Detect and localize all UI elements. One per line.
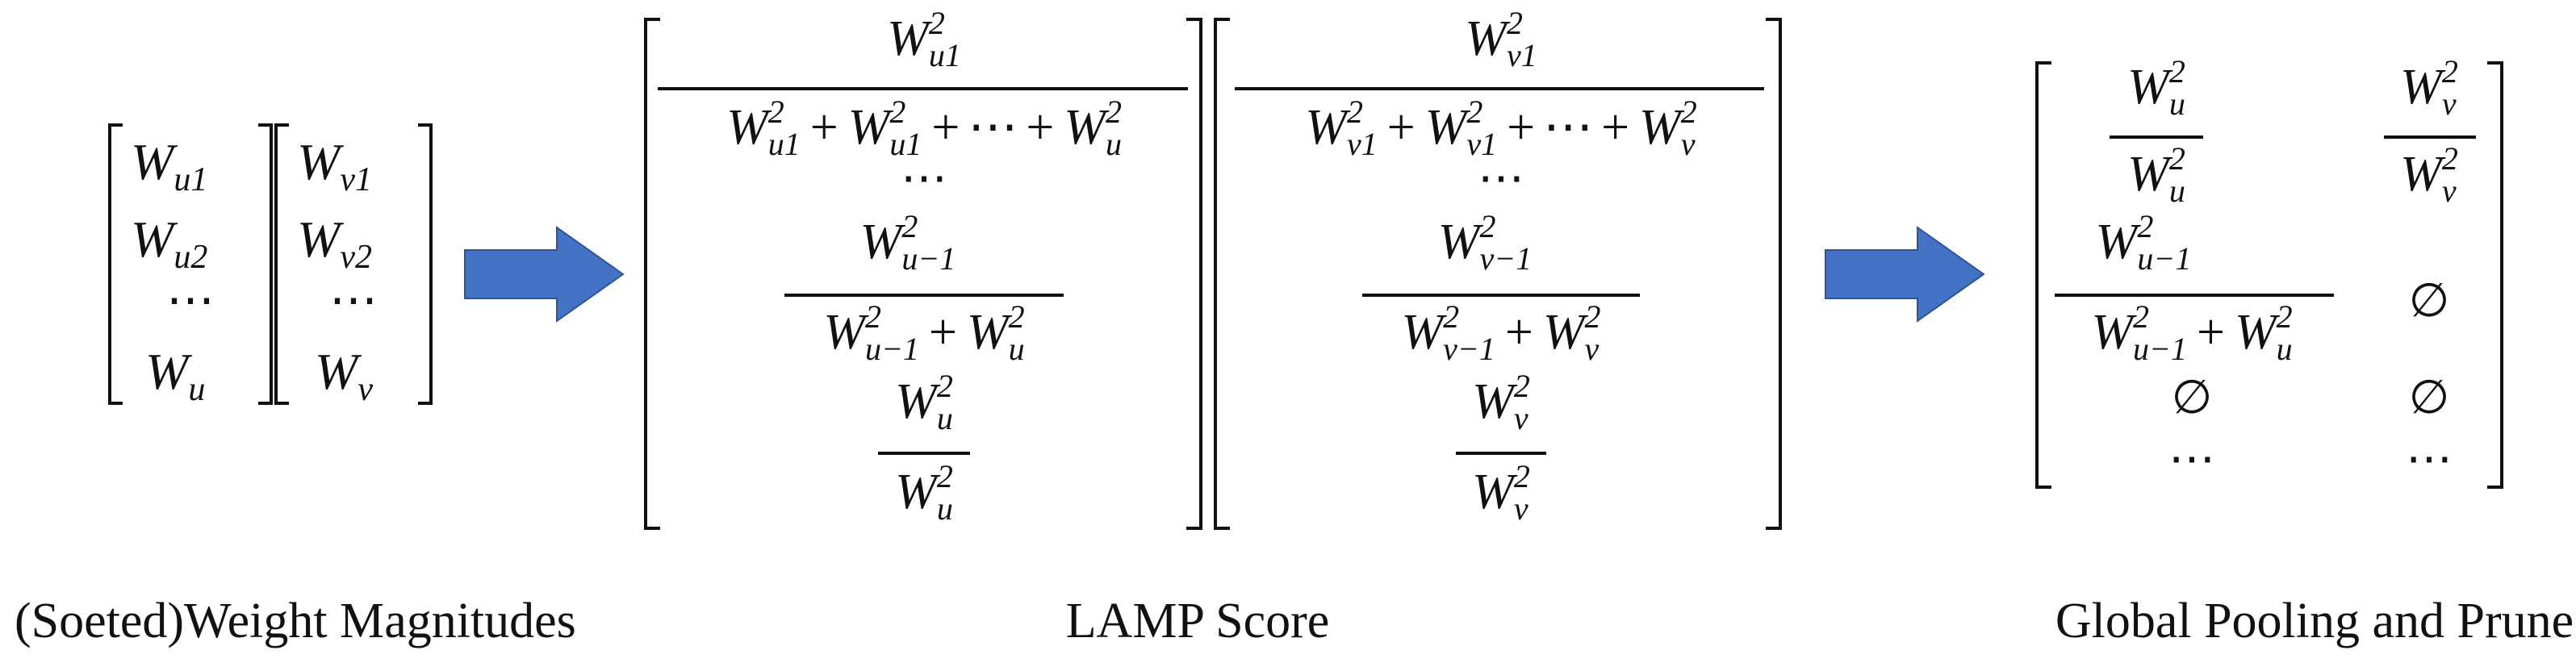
vector-u-ellipsis: ⋯ — [166, 273, 215, 327]
lamp-middle-bracket-a — [1186, 18, 1202, 530]
right-arrow-icon — [464, 226, 625, 323]
lamp-middle-bracket-b — [1214, 18, 1230, 530]
lamp-u-ellipsis: ⋯ — [901, 152, 947, 204]
lamp-right-bracket — [1766, 18, 1782, 530]
prune-right-bracket — [2487, 61, 2503, 489]
lamp-v-ellipsis: ⋯ — [1478, 152, 1524, 204]
prune-u-row3-empty: ∅ — [2172, 371, 2213, 423]
right-arrow-icon — [1825, 226, 1985, 323]
caption-lamp-score: LAMP Score — [1066, 594, 1330, 648]
caption-weight-magnitudes: (Soeted)Weight Magnitudes — [15, 594, 576, 648]
weight-v: Wv — [315, 343, 373, 408]
prune-v-row2-empty: ∅ — [2409, 274, 2450, 327]
weight-magnitudes-group: Wu1 Wu2 ⋯ Wu Wv1 Wv2 ⋯ Wv — [108, 123, 433, 408]
weight-u2: Wu2 — [131, 211, 207, 276]
prune-v-row3-empty: ∅ — [2409, 371, 2450, 423]
vector-v-left-bracket — [274, 123, 289, 405]
vector-v-ellipsis: ⋯ — [329, 273, 378, 327]
vector-u-right-bracket — [258, 123, 273, 405]
vector-v-right-bracket — [418, 123, 433, 405]
weight-v2: Wv2 — [297, 211, 372, 276]
lamp-left-bracket — [644, 18, 660, 530]
prune-left-bracket — [2035, 61, 2051, 489]
weight-v1: Wv1 — [297, 133, 372, 198]
vector-u-left-bracket — [108, 123, 123, 405]
weight-u1: Wu1 — [131, 133, 207, 198]
prune-u-ellipsis: ⋯ — [2168, 432, 2215, 485]
caption-global-pooling-prune: Global Pooling and Prune — [2055, 594, 2574, 648]
weight-u: Wu — [145, 343, 205, 408]
prune-v-ellipsis: ⋯ — [2406, 432, 2453, 485]
